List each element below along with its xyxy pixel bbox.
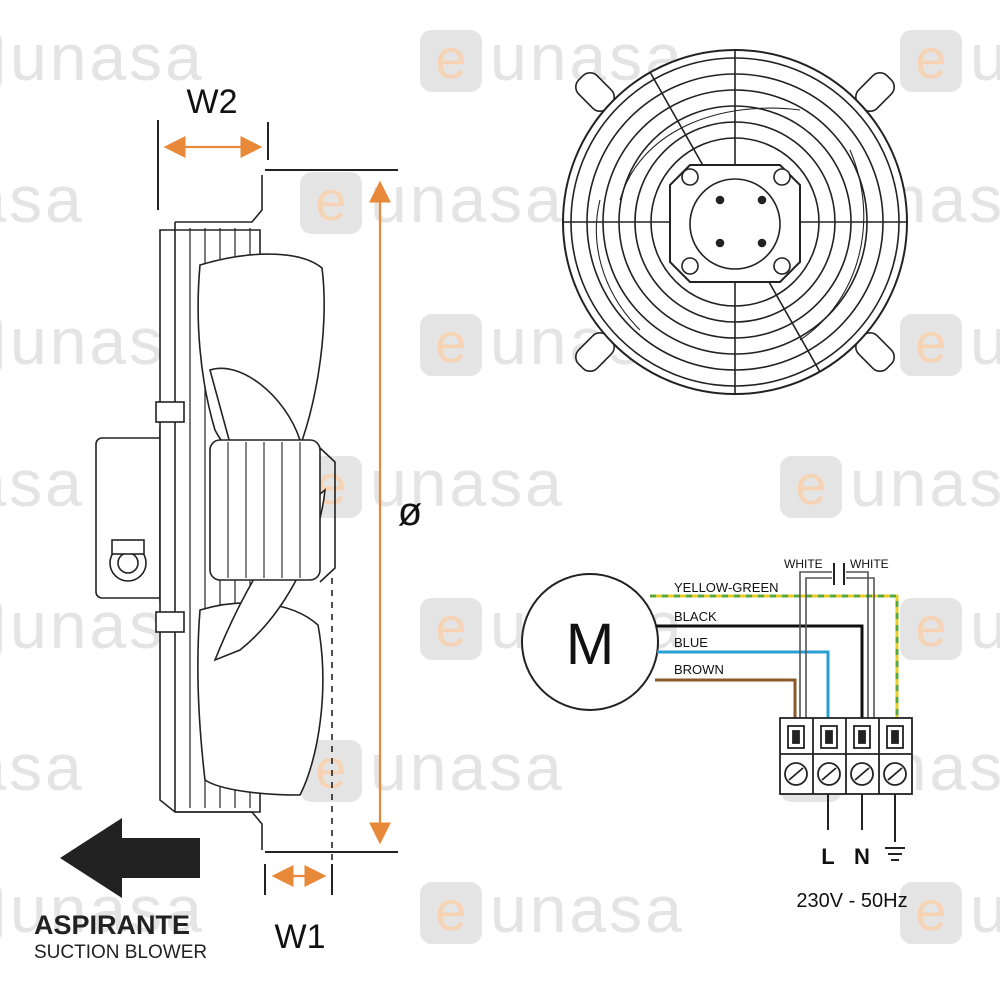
watermark-prefix: e xyxy=(915,311,946,374)
dimension-label-diameter: ø xyxy=(398,490,422,534)
watermark-text: unasa xyxy=(970,872,1000,946)
direction-subtitle: SUCTION BLOWER xyxy=(34,942,207,963)
watermark-badge xyxy=(420,882,482,944)
watermark-prefix: e xyxy=(435,879,466,942)
watermark-prefix: e xyxy=(795,453,826,516)
watermark-badge xyxy=(300,172,362,234)
terminal-label-l: L xyxy=(821,844,834,869)
watermark-text: unasa xyxy=(850,446,1000,520)
motor-label: M xyxy=(566,612,614,677)
watermark-prefix: e xyxy=(435,27,466,90)
watermark-prefix: e xyxy=(915,27,946,90)
wiring-diagram: M YELLOW-GREEN BLACK BLUE BROWN WHITE WH… xyxy=(521,557,913,912)
wire-brown xyxy=(655,678,797,720)
capacitor-label-left: WHITE xyxy=(784,557,823,571)
watermark-badge xyxy=(0,887,2,939)
dimension-lines xyxy=(157,120,398,895)
left-arrow-icon xyxy=(60,818,200,898)
watermark-text: unasa xyxy=(10,20,205,94)
watermark-badge xyxy=(420,314,482,376)
wire-label-yellow-green: YELLOW-GREEN xyxy=(674,580,779,595)
watermark-text: unasa xyxy=(970,20,1000,94)
watermark-badge xyxy=(780,456,842,518)
watermark-text: unasa xyxy=(490,872,685,946)
motor-symbol xyxy=(521,573,659,711)
watermark-prefix: e xyxy=(915,595,946,658)
ground-icon xyxy=(885,847,905,861)
capacitor-label-right: WHITE xyxy=(850,557,889,571)
terminal-label-n: N xyxy=(854,844,870,869)
terminal-block xyxy=(779,717,913,795)
watermark-text: unasa xyxy=(0,446,85,520)
watermark-prefix: e xyxy=(915,879,946,942)
capacitor-symbol xyxy=(833,563,845,585)
watermark-badge xyxy=(900,598,962,660)
wire-black xyxy=(656,624,864,720)
fan-side-view xyxy=(95,175,336,885)
watermark-badge xyxy=(0,35,2,87)
watermark-badge xyxy=(300,740,362,802)
dimension-label-w2: W2 xyxy=(187,83,238,121)
watermark-badge xyxy=(420,598,482,660)
watermark-prefix: e xyxy=(435,595,466,658)
capacitor-wires xyxy=(799,571,875,720)
watermark-text: unasa xyxy=(0,730,85,804)
watermark-badge xyxy=(0,603,2,655)
watermark-prefix: e xyxy=(435,311,466,374)
watermark-badge xyxy=(900,314,962,376)
watermark-text: unasa xyxy=(970,304,1000,378)
dimension-label-w1: W1 xyxy=(275,918,326,956)
watermark-prefix: e xyxy=(315,169,346,232)
supply-label: 230V - 50Hz xyxy=(796,890,907,912)
dimension-arrows xyxy=(163,136,391,887)
watermark-badge xyxy=(0,319,2,371)
watermark-text: unasa xyxy=(370,162,565,236)
wire-label-blue: BLUE xyxy=(674,635,708,650)
watermark-badge xyxy=(420,30,482,92)
direction-title: ASPIRANTE xyxy=(34,910,190,940)
wire-label-brown: BROWN xyxy=(674,662,724,677)
fan-front-view xyxy=(562,49,908,395)
watermark-text: unasa xyxy=(0,162,85,236)
watermark-prefix: e xyxy=(315,737,346,800)
watermark-text: unasa xyxy=(370,730,565,804)
watermark-text: unasa xyxy=(370,446,565,520)
watermark-badge xyxy=(900,30,962,92)
watermark-text: unasa xyxy=(970,588,1000,662)
watermark-badge xyxy=(900,882,962,944)
wire-blue xyxy=(657,650,830,720)
wire-label-black: BLACK xyxy=(674,609,717,624)
